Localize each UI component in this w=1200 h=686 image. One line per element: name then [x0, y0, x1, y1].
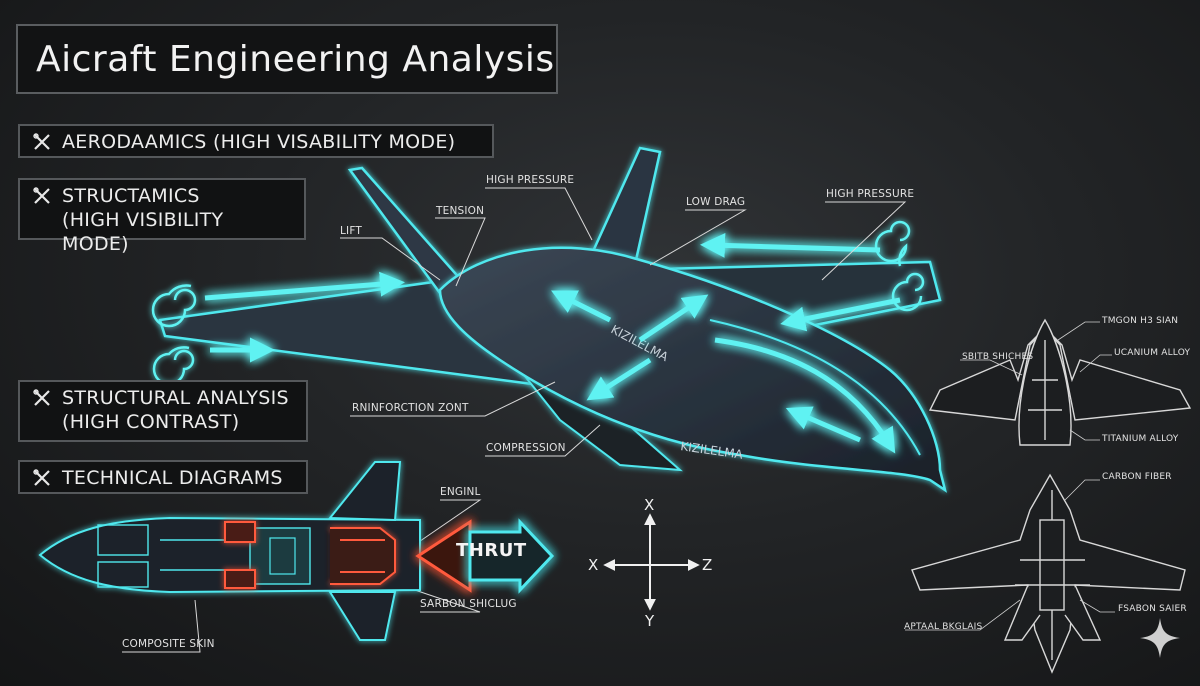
flow-arrows — [204, 232, 901, 454]
engine-hot-section — [224, 521, 396, 589]
axis-cross — [603, 513, 700, 611]
mode-label-line: (HIGH CONTRAST) — [62, 411, 240, 433]
mode-label-line: STRUCTURAL ANALYSIS — [62, 387, 289, 409]
mode-box-technical-diagrams: TECHNICAL DIAGRAMS — [18, 460, 308, 494]
vortex-icons — [151, 220, 925, 386]
blueprint-label-titanium: TITANIUM ALLOY — [1102, 434, 1179, 444]
blueprint-label-top-left: SBITB SHICHES — [962, 352, 1034, 362]
blueprint-plan-leaders — [905, 479, 1115, 631]
axis-label-z: Z — [702, 556, 713, 574]
callout-high-pressure-1: HIGH PRESSURE — [486, 174, 575, 186]
blueprint-label-uranium: UCANIUM ALLOY — [1114, 348, 1191, 358]
callout-engine: ENGINԼ — [440, 486, 481, 498]
callout-compression: COMPRESSION — [486, 442, 566, 454]
blueprint-plan-view — [911, 473, 1186, 674]
sparkle-icon — [1140, 618, 1180, 658]
blueprint-label-carbon-fiber: CARBON FIBER — [1102, 472, 1172, 482]
mode-box-structamics: STRUCTAMICS (HIGH VISIBILITY MODE) — [18, 178, 306, 255]
blueprint-label-aptaal: APTAAL BKGLAIS — [904, 622, 983, 632]
mode-box-aerodynamics: AERODAAMICS (HIGH VISABILITY MODE) — [18, 124, 494, 158]
side-top-fin — [327, 461, 402, 522]
mode-label-line: STRUCTAMICS — [62, 185, 200, 207]
page-title: Aicraft Engineering Analysis — [36, 38, 555, 80]
callout-reinforcement-zone: RNINFORCTION ZONT — [352, 402, 469, 414]
blueprint-top-view — [928, 318, 1192, 446]
blueprint-top-leaders — [960, 321, 1112, 441]
side-bottom-fin — [328, 591, 397, 641]
mode-label-line: TECHNICAL DIAGRAMS — [62, 467, 283, 489]
callout-lift: LIFT — [340, 225, 363, 237]
blueprint-label-top-right: TMGON H3 SIAN — [1102, 316, 1179, 326]
axis-label-x-top: X — [644, 496, 655, 514]
leader-lines — [122, 187, 907, 653]
mode-label-line: (HIGH VISIBILITY MODE) — [62, 209, 224, 255]
blueprint-label-fsabon: FSABON SAIER — [1118, 604, 1187, 614]
axis-label-x-left: X — [588, 556, 599, 574]
cross-tools-icon — [33, 469, 50, 486]
callout-low-drag: LOW DRAG — [686, 196, 746, 208]
technical-side-diagram — [38, 461, 421, 641]
cross-tools-icon — [33, 187, 50, 204]
callout-high-pressure-2: HIGH PRESSURE — [826, 188, 915, 200]
mode-box-structural-analysis: STRUCTURAL ANALYSIS (HIGH CONTRAST) — [18, 380, 308, 442]
thrust-arrow — [468, 518, 555, 594]
cross-tools-icon — [33, 133, 50, 150]
thrust-label: THRUT — [456, 540, 527, 561]
canopy-line — [709, 319, 921, 456]
cross-tools-icon — [33, 389, 50, 406]
axis-label-y: Y — [645, 612, 655, 630]
callout-composite-skin: COMPOSITE SKIN — [122, 638, 215, 650]
mode-label-line: AERODAAMICS (HIGH VISABILITY MODE) — [62, 131, 456, 153]
main-aircraft: KIZILELMA KIZILELMA — [151, 146, 947, 493]
title-box: Aicraft Engineering Analysis — [16, 24, 558, 94]
callout-carbon-shield: SARBON SHICLUG — [420, 598, 517, 610]
callout-tension: TENSION — [436, 205, 485, 217]
